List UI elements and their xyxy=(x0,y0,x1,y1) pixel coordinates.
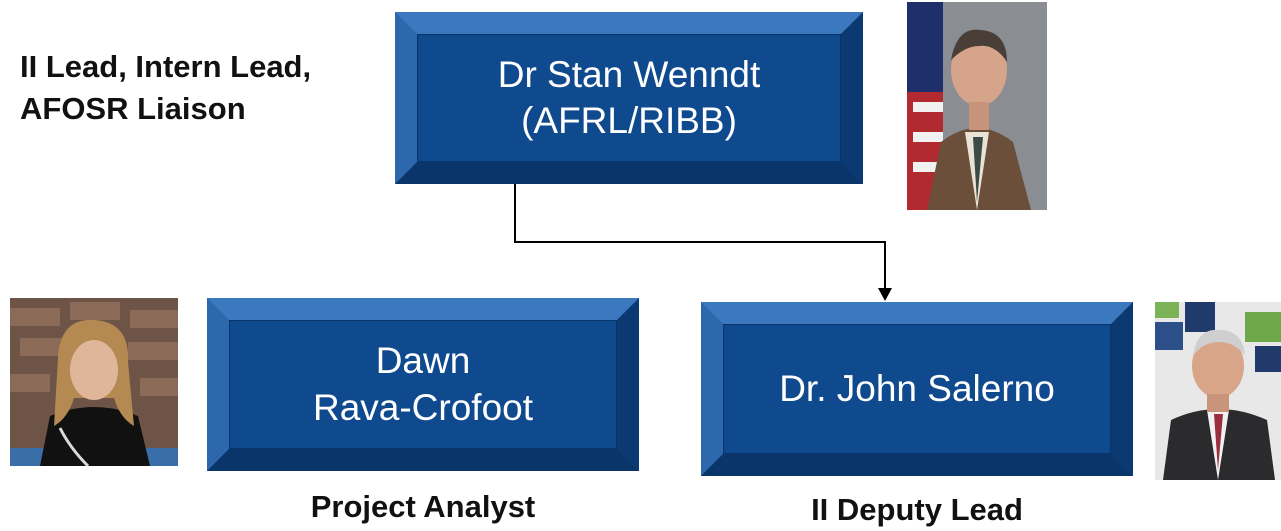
box-inner: Dawn Rava-Crofoot xyxy=(229,320,617,449)
top-role-label: II Lead, Intern Lead, AFOSR Liaison xyxy=(20,46,380,130)
box-dawn-rava-crofoot: Dawn Rava-Crofoot xyxy=(207,298,639,471)
box-inner: Dr Stan Wenndt (AFRL/RIBB) xyxy=(417,34,841,162)
bevel-frame xyxy=(207,298,639,471)
bevel-frame xyxy=(395,12,863,184)
top-role-line2: AFOSR Liaison xyxy=(20,91,246,127)
top-role-line1: II Lead, Intern Lead, xyxy=(20,49,312,84)
right-role-label: II Deputy Lead xyxy=(811,492,1023,527)
connector-line xyxy=(514,184,886,292)
box-stan-wenndt: Dr Stan Wenndt (AFRL/RIBB) xyxy=(395,12,863,184)
name-line2: (AFRL/RIBB) xyxy=(521,100,737,141)
name-line1: Dr. John Salerno xyxy=(779,367,1055,409)
portrait-photo-john xyxy=(1155,302,1281,480)
portrait-photo-dawn xyxy=(10,298,178,466)
bevel-frame xyxy=(701,302,1133,476)
portrait-photo-stan xyxy=(907,2,1047,210)
left-role-label: Project Analyst xyxy=(310,489,536,524)
box-inner: Dr. John Salerno xyxy=(723,324,1111,454)
connector-arrowhead xyxy=(878,288,892,301)
name-line1: Dawn xyxy=(375,340,471,382)
name-line2: Rava-Crofoot xyxy=(312,386,534,428)
name-line1: Dr Stan Wenndt xyxy=(497,53,761,95)
box-john-salerno: Dr. John Salerno xyxy=(701,302,1133,476)
